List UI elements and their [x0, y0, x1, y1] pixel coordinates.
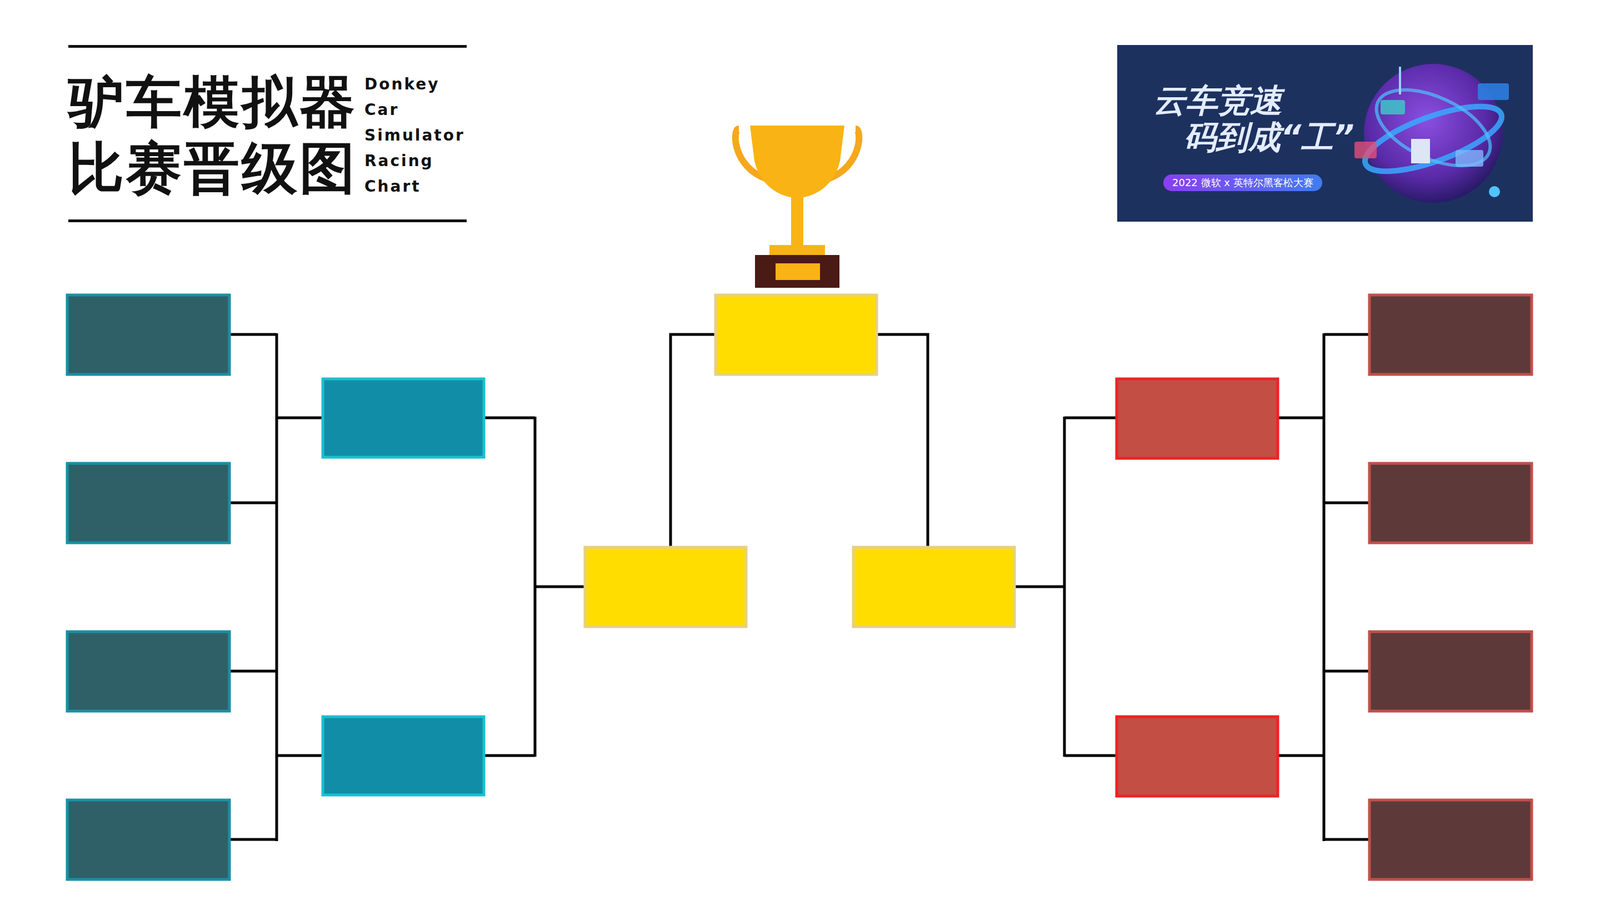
- bracket-slots: [67, 295, 1532, 880]
- chart-title: 驴车模拟器 比赛晋级图: [68, 68, 391, 202]
- banner-slogan: 云车竞速: [1153, 81, 1283, 120]
- english-subtitle: Donkey Car Simulator Racing Chart: [364, 71, 509, 200]
- banner-panel: [1117, 45, 1533, 222]
- globe-illustration: [1354, 63, 1509, 203]
- bracket-lines: [230, 333, 1369, 842]
- banner-glow: [1117, 45, 1533, 222]
- title-rule: [68, 219, 467, 223]
- trophy-icon: [735, 125, 859, 288]
- banner-pill: 2022 微软 x 英特尔黑客松大赛: [1163, 174, 1323, 192]
- title-rule: [68, 45, 467, 48]
- banner-slogan: 码到成“工”: [1183, 117, 1355, 157]
